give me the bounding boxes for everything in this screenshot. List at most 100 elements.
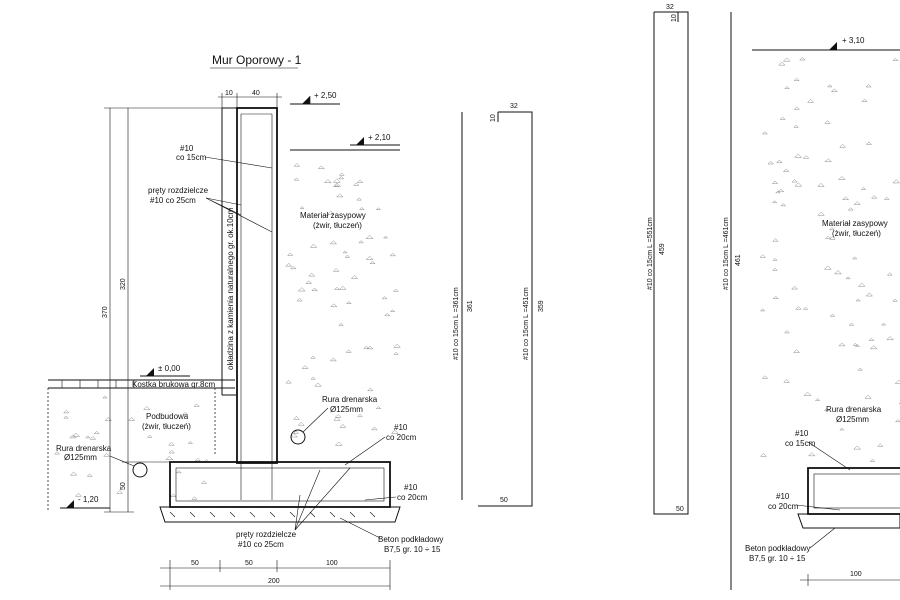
gravel-mark — [783, 330, 791, 334]
gravel-mark — [147, 434, 153, 438]
dim-wall-40: 40 — [252, 90, 260, 97]
gravel-mark — [817, 211, 825, 216]
dim-right-100: 100 — [850, 571, 862, 578]
level-top-fill: + 2,10 — [368, 133, 391, 142]
gravel-mark — [780, 203, 787, 207]
gravel-mark — [370, 426, 378, 431]
gravel-mark — [72, 432, 81, 437]
distrib-label-b: #10 co 25cm — [150, 196, 196, 205]
gravel-mark — [772, 257, 778, 261]
gravel-mark — [759, 308, 766, 312]
gravel-mark — [93, 430, 100, 435]
r-drain-label-a: Rura drenarska — [826, 405, 882, 414]
rebar-20b-label-b: co 20cm — [397, 493, 428, 502]
bar3-text: #10 co 15cm L =551cm — [647, 217, 654, 290]
rebar-15-label-b: co 15cm — [176, 153, 207, 162]
rebar-15-label-a: #10 — [180, 144, 194, 153]
left-dimension-lines — [104, 107, 222, 513]
bar-shape-3 — [653, 11, 689, 515]
gravel-mark — [776, 159, 783, 163]
gravel-mark — [363, 345, 370, 349]
subbase-label-a: Podbudowa — [146, 412, 189, 421]
gravel-mark — [894, 419, 900, 423]
gravel-mark — [807, 452, 816, 457]
gravel-mark — [305, 280, 313, 284]
gravel-mark — [175, 470, 182, 474]
gravel-mark — [851, 256, 858, 260]
gravel-mark — [782, 168, 790, 172]
top-dimension-line — [218, 93, 282, 108]
gravel-mark — [366, 345, 374, 350]
gravel-mark — [389, 252, 396, 257]
gravel-mark — [869, 458, 876, 462]
level-marker-ground — [140, 368, 190, 377]
gravel-mark — [824, 158, 833, 163]
gravel-mark — [848, 322, 855, 326]
gravel-mark — [290, 265, 297, 270]
gravel-mark — [165, 455, 174, 460]
drawing-title: Mur Oporowy - 1 — [212, 53, 302, 67]
gravel-mark — [794, 153, 803, 158]
gravel-mark — [345, 349, 352, 353]
gravel-mark — [293, 177, 300, 181]
gravel-mark — [892, 57, 899, 61]
gravel-mark — [838, 342, 846, 347]
gravel-mark — [828, 227, 835, 231]
drain-mid-label-b: Ø125mm — [330, 405, 363, 414]
gravel-mark — [892, 179, 900, 184]
gravel-mark — [63, 415, 69, 419]
gravel-mark — [390, 429, 399, 434]
rebar-20-label-a: #10 — [394, 423, 408, 432]
drain-left-label-b: Ø125mm — [64, 453, 97, 462]
gravel-mark — [382, 235, 389, 239]
dim-base-50b: 50 — [245, 560, 253, 567]
gravel-mark — [865, 292, 874, 297]
gravel-mark — [333, 286, 340, 290]
gravel-mark — [860, 187, 867, 190]
gravel-mark — [365, 255, 374, 260]
gravel-mark — [285, 262, 293, 267]
gravel-mark — [285, 380, 292, 384]
gravel-mark — [791, 285, 799, 290]
gravel-mark — [853, 445, 862, 450]
bar3-32: 32 — [666, 4, 674, 11]
bar3-10: 10 — [671, 14, 678, 22]
gravel-mark — [865, 141, 873, 145]
gravel-mark — [779, 116, 786, 120]
gravel-mark — [838, 176, 846, 180]
bar2-text: #10 co 15cm L =451cm — [523, 287, 530, 360]
paving-label: Kostka brukowa gr.8cm — [132, 380, 215, 389]
gravel-mark — [839, 427, 845, 431]
distrib-label-a: pręty rozdzielcze — [148, 186, 209, 195]
gravel-mark — [793, 349, 801, 353]
wall-stem — [221, 107, 278, 500]
gravel-mark — [881, 322, 887, 326]
gravel-mark — [297, 421, 305, 426]
gravel-mark — [338, 176, 345, 180]
bar1-32: 32 — [510, 103, 518, 110]
gravel-mark — [894, 379, 900, 384]
drain-mid-label-a: Rura drenarska — [322, 395, 378, 404]
dim-h-370: 370 — [102, 306, 109, 318]
r-fill-label-a: Materiał zasypowy — [822, 219, 888, 228]
gravel-mark — [782, 57, 791, 62]
gravel-mark — [842, 196, 850, 200]
gravel-mark — [886, 272, 893, 276]
gravel-mark — [857, 367, 863, 371]
gravel-mark — [296, 298, 303, 302]
gravel-mark — [845, 276, 851, 280]
rebar-20b-label-a: #10 — [404, 483, 418, 492]
gravel-mark — [883, 196, 890, 200]
gravel-mark — [358, 240, 365, 244]
gravel-mark — [332, 182, 342, 187]
gravel-mark — [323, 179, 332, 184]
gravel-mark — [344, 254, 351, 258]
paving-strip — [48, 379, 235, 389]
gravel-mark — [365, 234, 374, 239]
level-marker-top-wall — [290, 96, 340, 105]
r-lean-label-b: B7,5 gr. 10 ÷ 15 — [749, 554, 806, 563]
gravel-mark — [63, 409, 70, 414]
gravel-mark — [761, 375, 769, 379]
gravel-mark — [299, 206, 305, 209]
gravel-mark — [847, 207, 854, 211]
